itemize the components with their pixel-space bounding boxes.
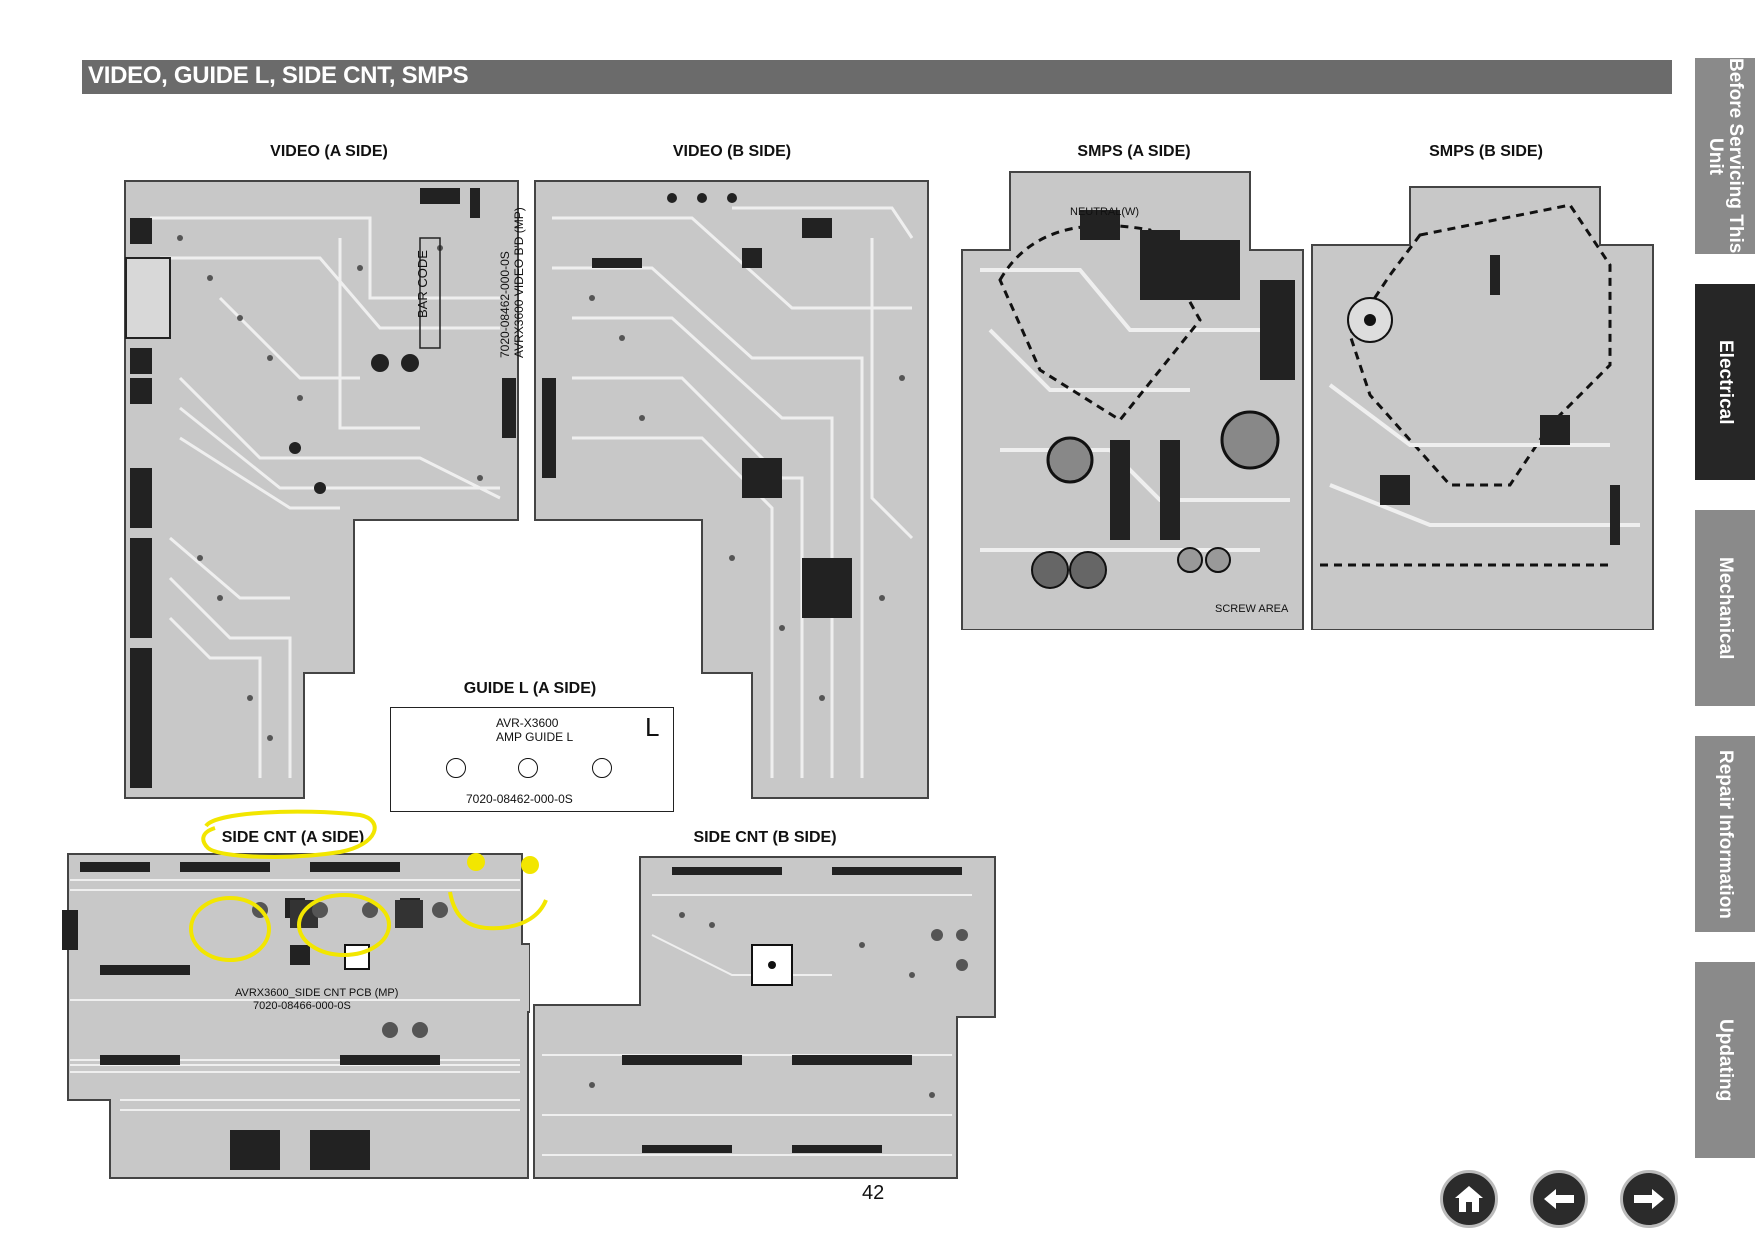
tab-before-servicing-label: Before Servicing This Unit — [1705, 58, 1746, 254]
guide-model: AVR-X3600 — [496, 716, 559, 730]
guide-hole-center — [518, 758, 538, 778]
section-title: VIDEO, GUIDE L, SIDE CNT, SMPS — [88, 62, 469, 89]
tab-mechanical[interactable]: Mechanical — [1695, 510, 1755, 706]
label-guide-l-a-side: GUIDE L (A SIDE) — [463, 680, 597, 697]
smps-a-side-pcb: NEUTRAL(W) SCREW AREA — [960, 170, 1305, 631]
side-cnt-b-pcb-graphic — [533, 856, 996, 1179]
next-button[interactable] — [1620, 1170, 1678, 1228]
side-cnt-a-side-pcb: AVRX3600_SIDE CNT PCB (MP) 7020-08466-00… — [60, 850, 531, 1180]
label-smps-a-side: SMPS (A SIDE) — [1077, 143, 1191, 160]
label-side-cnt-b-side: SIDE CNT (B SIDE) — [693, 829, 837, 846]
guide-letter: L — [645, 712, 660, 742]
label-side-cnt-a-side: SIDE CNT (A SIDE) — [221, 829, 365, 846]
annotation-circle-ic-right — [297, 893, 391, 957]
tab-mechanical-label: Mechanical — [1715, 556, 1736, 660]
tab-repair-information-label: Repair Information — [1715, 749, 1736, 919]
guide-hole-right — [592, 758, 612, 778]
home-icon — [1455, 1186, 1483, 1212]
annotation-circle-ic-left — [189, 896, 271, 962]
tab-electrical[interactable]: Electrical — [1695, 284, 1755, 480]
smps-a-pcb-graphic — [961, 171, 1304, 631]
label-smps-b-side: SMPS (B SIDE) — [1429, 143, 1543, 160]
side-cnt-model-label: AVRX3600_SIDE CNT PCB (MP) — [235, 987, 399, 999]
side-cnt-b-side-pcb — [532, 855, 997, 1180]
smps-neutral-label: NEUTRAL(W) — [1070, 206, 1140, 218]
tab-updating[interactable]: Updating — [1695, 962, 1755, 1158]
section-title-bar: VIDEO, GUIDE L, SIDE CNT, SMPS — [82, 60, 1672, 94]
arrow-right-icon — [1634, 1189, 1664, 1209]
side-cnt-a-pcb-graphic — [62, 853, 531, 1179]
side-cnt-part-number: 7020-08466-000-0S — [253, 1000, 351, 1012]
tab-repair-information[interactable]: Repair Information — [1695, 736, 1755, 932]
arrow-left-icon — [1544, 1189, 1574, 1209]
video-b-pcb-graphic — [534, 180, 929, 799]
guide-part-number: 7020-08462-000-0S — [466, 792, 573, 806]
annotation-circle-label — [201, 809, 377, 859]
annotation-smiley-eye-right — [521, 856, 539, 874]
home-button[interactable] — [1440, 1170, 1498, 1228]
smps-b-side-pcb — [1310, 185, 1655, 631]
video-a-side-pcb: BAR CODE 7020-08462-000-0S AVRX3600 VIDE… — [120, 178, 526, 800]
label-video-a-side: VIDEO (A SIDE) — [270, 143, 388, 160]
smps-b-pcb-graphic — [1311, 186, 1654, 631]
annotation-smiley-mouth — [448, 891, 548, 931]
annotation-smiley-eye-left — [467, 853, 485, 871]
video-b-side-pcb — [532, 178, 932, 800]
back-button[interactable] — [1530, 1170, 1588, 1228]
smps-screw-area-label: SCREW AREA — [1215, 603, 1289, 615]
tab-updating-label: Updating — [1715, 1018, 1736, 1102]
video-a-pcb-graphic — [124, 180, 519, 799]
guide-l-pcb: AVR-X3600 AMP GUIDE L L 7020-08462-000-0… — [390, 707, 674, 812]
tab-before-servicing[interactable]: Before Servicing This Unit — [1695, 58, 1755, 254]
label-video-b-side: VIDEO (B SIDE) — [672, 143, 792, 160]
page-number: 42 — [862, 1182, 885, 1204]
guide-name: AMP GUIDE L — [496, 730, 574, 744]
guide-hole-left — [446, 758, 466, 778]
tab-electrical-label: Electrical — [1715, 339, 1736, 425]
